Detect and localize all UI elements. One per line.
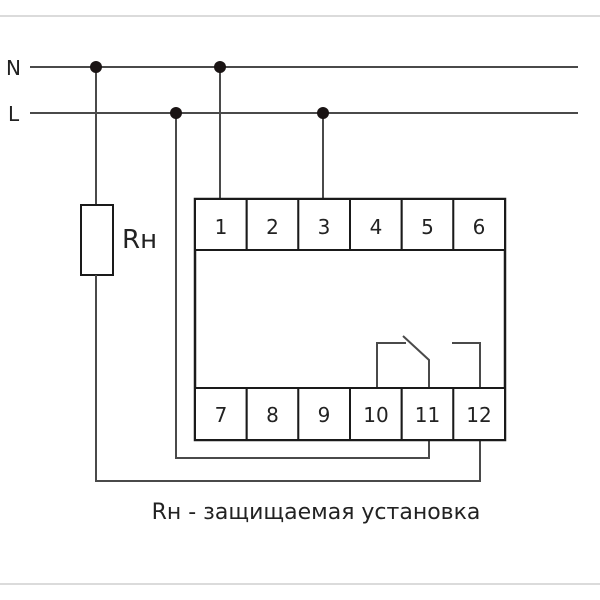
terminal-label: 7: [215, 403, 228, 427]
junction-dot: [170, 107, 182, 119]
terminal-label: 12: [466, 403, 491, 427]
terminal-6: [452, 198, 506, 251]
terminal-label: 8: [266, 403, 279, 427]
terminal-2: [245, 198, 300, 251]
line-bus-label: L: [8, 102, 20, 126]
load-return-wire: [95, 275, 481, 482]
junction-dot: [90, 61, 102, 73]
terminal-4: [349, 198, 403, 251]
terminal-3: [297, 198, 351, 251]
terminal-label: 4: [370, 215, 383, 239]
terminal-12: [452, 387, 506, 441]
terminal-label: 1: [215, 215, 228, 239]
line-to-terminal-11-wire: [175, 113, 430, 459]
terminal-8: [245, 387, 300, 441]
terminal-label: 3: [318, 215, 331, 239]
relay-contact: [376, 335, 481, 388]
load-label: Rн: [122, 225, 157, 255]
terminal-label: 2: [266, 215, 279, 239]
bottom-terminal-strip: 7 8 9 10 11 12: [194, 387, 506, 441]
terminal-label: 9: [318, 403, 331, 427]
contact-fixed-wire: [452, 342, 481, 388]
terminal-9: [297, 387, 351, 441]
terminal-label: 6: [473, 215, 486, 239]
junction-dot: [317, 107, 329, 119]
terminal-10: [349, 387, 403, 441]
terminal-1: [194, 198, 248, 251]
top-terminal-strip: 1 2 3 4 5 6: [194, 198, 506, 251]
contact-switch-arm: [402, 335, 430, 388]
neutral-bus-label: N: [6, 56, 21, 80]
terminal-label: 5: [421, 215, 434, 239]
terminal-label: 11: [415, 403, 440, 427]
load-resistor: [80, 204, 114, 276]
junction-dot: [214, 61, 226, 73]
caption: Rн - защищаемая установка: [152, 500, 481, 525]
terminal-5: [400, 198, 455, 251]
contact-common-wire: [376, 342, 406, 388]
terminal-label: 10: [363, 403, 388, 427]
